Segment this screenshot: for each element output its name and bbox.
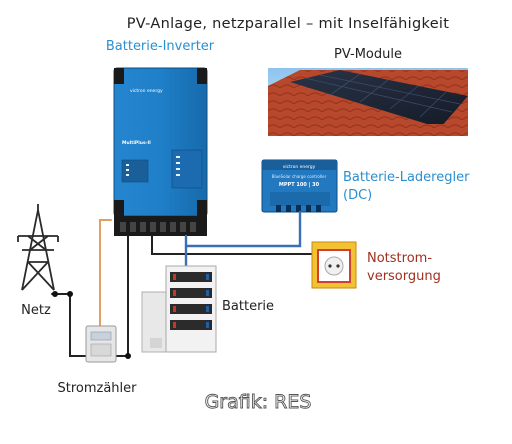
battery-inverter: victron energy MultiPlus-II [114,68,207,236]
mppt-model-text: MPPT 100 | 30 [279,182,320,188]
label-emergency-line2: versorgung [367,269,441,284]
label-meter: Stromzähler [57,381,137,396]
inverter-model-text: MultiPlus-II [122,140,151,146]
diagram-title: PV-Anlage, netzparallel – mit Inselfähig… [127,16,449,32]
label-pv-modules: PV-Module [334,47,402,62]
emergency-socket [312,242,356,288]
label-charge-controller-line1: Batterie-Laderegler [343,170,470,185]
inverter-brand-text: victron energy [130,88,163,94]
label-battery: Batterie [222,299,274,314]
grid-pylon-icon [18,204,58,290]
electricity-meter-icon [86,326,116,362]
mppt-charge-controller: victron energy BlueSolar charge controll… [262,160,337,212]
pv-modules-image [268,68,468,136]
mppt-subtitle-text: BlueSolar charge controller [272,174,327,179]
wire-orange [100,220,111,330]
label-grid: Netz [21,303,51,318]
label-emergency-line1: Notstrom- [367,251,432,266]
label-battery-inverter: Batterie-Inverter [106,39,215,54]
battery-rack [142,266,216,352]
mppt-brand-text: victron energy [283,164,316,170]
label-credit: Grafik: RES [205,391,312,413]
label-charge-controller-line2: (DC) [343,188,372,203]
